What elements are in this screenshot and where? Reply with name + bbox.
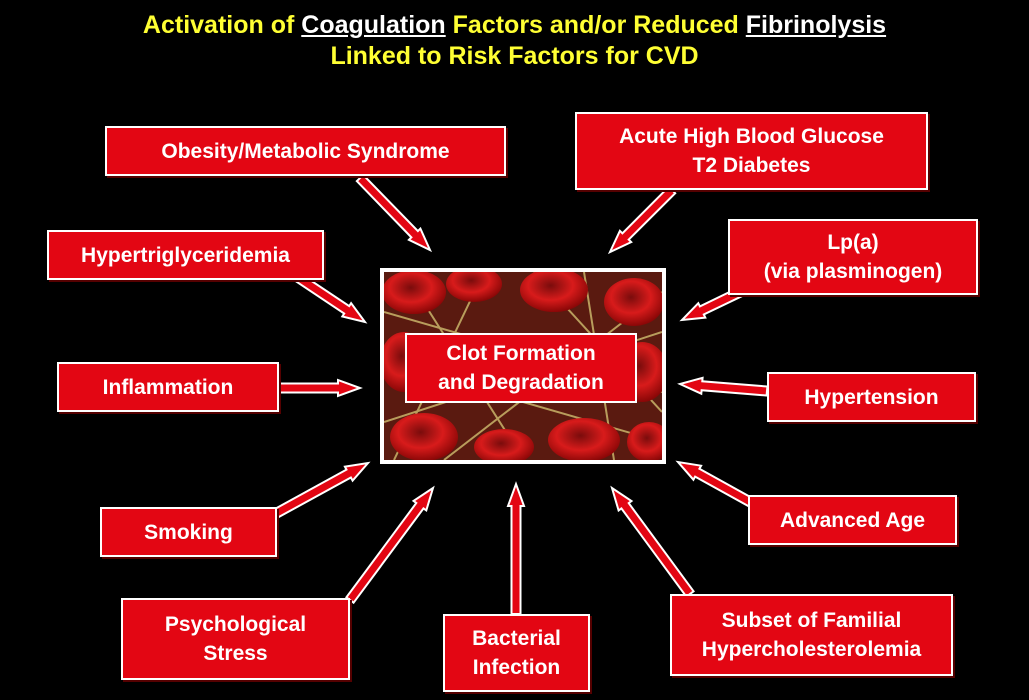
center-line-2: and Degradation [438,371,604,394]
arrow-hypertension [677,376,769,397]
arrow-bacterial [506,481,526,615]
hypertriglyceridemia-box: Hypertriglyceridemia [47,230,324,280]
bacterial-infection-box: Bacterial Infection [443,614,590,692]
smoking-label: Smoking [144,520,233,544]
smoking-box: Smoking [100,507,277,557]
fh-label-1: Subset of Familial [721,609,902,632]
inflammation-label: Inflammation [102,375,234,399]
glucose-label-2: T2 Diabetes [692,154,811,177]
bacterial-label-2: Infection [472,656,561,679]
title-line-2: Linked to Risk Factors for CVD [330,42,699,70]
arrow-stress [345,485,435,605]
advanced-age-label: Advanced Age [779,508,926,532]
advanced-age-box: Advanced Age [748,495,957,545]
fibrinolysis-term: Fibrinolysis [745,11,887,39]
title-line-1: Activation of Coagulation Factors and/or… [142,11,887,39]
arrow-smoking [271,461,371,520]
hypertension-box: Hypertension [767,372,976,422]
glucose-box: Acute High Blood Glucose T2 Diabetes [575,112,928,190]
familial-hypercholesterolemia-box: Subset of Familial Hypercholesterolemia [670,594,953,676]
lpa-label-2: (via plasminogen) [763,260,943,283]
hypertension-label: Hypertension [804,385,939,409]
coagulation-term: Coagulation [301,11,446,39]
slide-title: Activation of Coagulation Factors and/or… [0,10,1029,72]
inflammation-box: Inflammation [57,362,279,412]
fh-label-2: Hypercholesterolemia [701,638,922,661]
glucose-label-1: Acute High Blood Glucose [619,125,884,148]
lpa-box: Lp(a) (via plasminogen) [728,219,978,295]
stress-label-2: Stress [203,642,268,665]
obesity-label: Obesity/Metabolic Syndrome [161,139,450,163]
arrow-glucose [607,185,677,255]
clot-formation-label: Clot Formation and Degradation [405,333,637,403]
hypertriglyceridemia-label: Hypertriglyceridemia [81,243,290,267]
arrow-lpa [679,286,744,322]
lpa-label-1: Lp(a) [827,231,879,254]
stress-label-1: Psychological [164,613,307,636]
bacterial-label-1: Bacterial [472,627,561,650]
arrow-age [675,460,756,509]
center-line-1: Clot Formation [446,342,596,365]
arrow-fh [610,485,695,599]
obesity-box: Obesity/Metabolic Syndrome [105,126,506,176]
psychological-stress-box: Psychological Stress [121,598,350,680]
arrow-obesity [355,173,433,253]
arrow-inflammation [279,378,363,398]
